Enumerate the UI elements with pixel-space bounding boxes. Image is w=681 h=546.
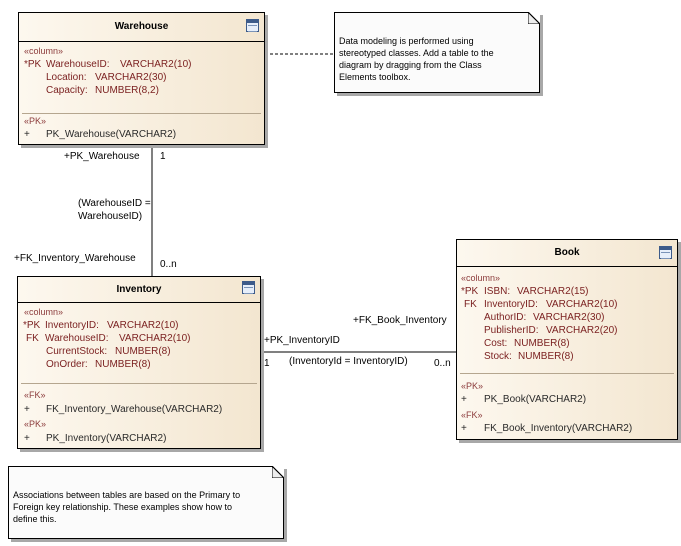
- column-name: CurrentStock:: [46, 346, 108, 357]
- table-title-text: Inventory: [116, 284, 162, 295]
- column-type: VARCHAR2(20): [546, 325, 618, 336]
- column-name: AuthorID:: [484, 312, 527, 323]
- column-type: VARCHAR2(10): [120, 59, 192, 70]
- table-icon: [659, 246, 672, 259]
- note-data-modeling[interactable]: Data modeling is performed using stereot…: [334, 12, 540, 93]
- column-type: VARCHAR2(10): [107, 320, 179, 331]
- operation-visibility: +: [24, 129, 30, 140]
- table-book[interactable]: Book «column» *PK ISBN: VARCHAR2(15) FK …: [456, 239, 678, 440]
- columns-section: «column» *PK WarehouseID: VARCHAR2(10) L…: [22, 41, 261, 113]
- assoc-constraint: (WarehouseID = WarehouseID): [78, 198, 151, 222]
- column-type: VARCHAR2(30): [533, 312, 605, 323]
- table-title: Book: [457, 240, 677, 267]
- column-key: FK: [464, 299, 477, 310]
- pk-stereotype: «PK»: [24, 419, 47, 429]
- operation-name: PK_Book(VARCHAR2): [484, 394, 587, 405]
- operation-name: FK_Inventory_Warehouse(VARCHAR2): [46, 404, 223, 415]
- column-name: InventoryID:: [45, 320, 99, 331]
- note-associations[interactable]: Associations between tables are based on…: [8, 466, 284, 539]
- column-key: FK: [26, 333, 39, 344]
- column-type: NUMBER(8): [514, 338, 570, 349]
- pk-section: «PK» + PK_Warehouse(VARCHAR2): [22, 113, 261, 143]
- column-type: NUMBER(8): [95, 359, 151, 370]
- note-text: Associations between tables are based on…: [13, 490, 241, 524]
- operation-name: PK_Warehouse(VARCHAR2): [46, 129, 177, 140]
- operation-visibility: +: [24, 404, 30, 415]
- column-name: Location:: [46, 72, 87, 83]
- assoc-target-role: +FK_Book_Inventory: [353, 315, 447, 326]
- column-type: NUMBER(8,2): [95, 85, 159, 96]
- assoc-target-role: +FK_Inventory_Warehouse: [14, 253, 136, 264]
- operation-visibility: +: [461, 423, 467, 434]
- column-key: *PK: [24, 59, 42, 70]
- assoc-constraint: (InventoryId = InventoryID): [289, 356, 408, 367]
- column-type: VARCHAR2(10): [119, 333, 191, 344]
- column-name: PublisherID:: [484, 325, 539, 336]
- table-title-text: Warehouse: [114, 21, 169, 32]
- column-name: WarehouseID:: [46, 59, 110, 70]
- column-name: Cost:: [484, 338, 508, 349]
- table-title: Warehouse: [19, 13, 264, 42]
- column-stereotype: «column»: [24, 307, 64, 317]
- assoc-source-multiplicity: 1: [160, 151, 166, 162]
- table-icon: [242, 281, 255, 294]
- column-type: NUMBER(8): [115, 346, 171, 357]
- pk-stereotype: «PK»: [24, 116, 47, 126]
- operation-visibility: +: [24, 433, 30, 444]
- assoc-source-role: +PK_InventoryID: [264, 335, 340, 346]
- column-name: Stock:: [484, 351, 512, 362]
- column-key: *PK: [461, 286, 479, 297]
- pk-section: «PK» + PK_Book(VARCHAR2): [460, 373, 674, 405]
- pk-stereotype: «PK»: [461, 381, 484, 391]
- column-type: VARCHAR2(30): [95, 72, 167, 83]
- column-key: *PK: [23, 320, 41, 331]
- table-icon: [246, 19, 259, 32]
- operation-name: FK_Book_Inventory(VARCHAR2): [484, 423, 633, 434]
- note-fold-icon: [272, 466, 284, 478]
- column-stereotype: «column»: [24, 46, 64, 56]
- table-inventory[interactable]: Inventory «column» *PK InventoryID: VARC…: [17, 276, 261, 449]
- fk-stereotype: «FK»: [461, 410, 483, 420]
- note-fold-icon: [528, 12, 540, 24]
- note-text: Data modeling is performed using stereot…: [339, 36, 494, 82]
- column-stereotype: «column»: [461, 273, 501, 283]
- table-title-text: Book: [554, 247, 580, 258]
- column-name: ISBN:: [484, 286, 511, 297]
- operation-name: PK_Inventory(VARCHAR2): [46, 433, 167, 444]
- assoc-target-multiplicity: 0..n: [160, 259, 177, 270]
- column-name: OnOrder:: [46, 359, 88, 370]
- column-type: NUMBER(8): [518, 351, 574, 362]
- fk-section: «FK» + FK_Inventory_Warehouse(VARCHAR2): [21, 383, 257, 419]
- columns-section: «column» *PK ISBN: VARCHAR2(15) FK Inven…: [460, 266, 674, 373]
- pk-section: «PK» + PK_Inventory(VARCHAR2): [21, 419, 257, 447]
- table-title: Inventory: [18, 277, 260, 303]
- fk-stereotype: «FK»: [24, 390, 46, 400]
- assoc-target-multiplicity: 0..n: [434, 358, 451, 369]
- column-type: VARCHAR2(15): [517, 286, 589, 297]
- columns-section: «column» *PK InventoryID: VARCHAR2(10) F…: [21, 302, 257, 383]
- column-name: Capacity:: [46, 85, 88, 96]
- assoc-source-role: +PK_Warehouse: [64, 151, 140, 162]
- column-type: VARCHAR2(10): [546, 299, 618, 310]
- column-name: WarehouseID:: [45, 333, 109, 344]
- operation-visibility: +: [461, 394, 467, 405]
- assoc-source-multiplicity: 1: [264, 358, 270, 369]
- table-warehouse[interactable]: Warehouse «column» *PK WarehouseID: VARC…: [18, 12, 265, 145]
- fk-section: «FK» + FK_Book_Inventory(VARCHAR2): [460, 405, 674, 437]
- column-name: InventoryID:: [484, 299, 538, 310]
